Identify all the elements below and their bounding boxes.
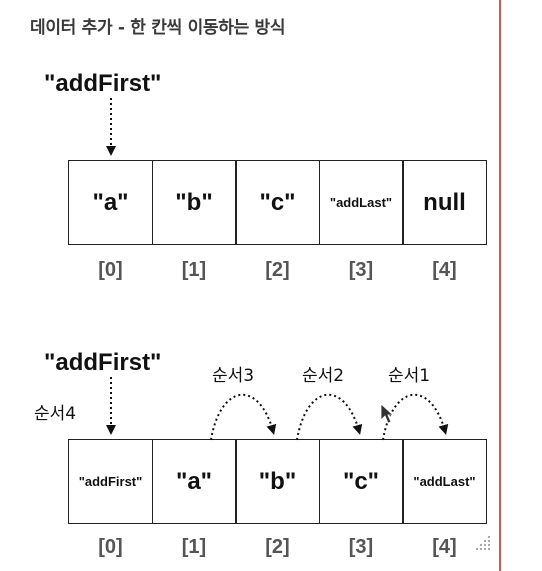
top-cell-1: "b" xyxy=(151,160,237,245)
top-cell-3: "addLast" xyxy=(318,160,404,245)
top-cell-4: null xyxy=(402,160,487,245)
top-index-4: [4] xyxy=(432,259,457,281)
page-title: 데이터 추가 - 한 칸씩 이동하는 방식 xyxy=(30,18,286,38)
margin-guide-line xyxy=(499,0,501,571)
bottom-index-3: [3] xyxy=(348,536,374,558)
bottom-index-4: [4] xyxy=(432,536,457,558)
order-label-1: 순서1 xyxy=(388,366,431,386)
top-index-0: [0] xyxy=(98,259,123,281)
top-index-1: [1] xyxy=(181,259,207,281)
top-cell-0: "a" xyxy=(68,160,153,245)
move-arrow-1 xyxy=(382,393,449,441)
bottom-index-2: [2] xyxy=(265,536,290,558)
bottom-index-0: [0] xyxy=(98,536,123,558)
top-cell-2: "c" xyxy=(235,160,320,245)
bottom-cell-1: "a" xyxy=(151,439,237,524)
top-indices: [0] [1] [2] [3] [4] xyxy=(68,259,487,282)
order-label-4: 순서4 xyxy=(34,404,77,424)
bottom-cell-3: "c" xyxy=(318,439,404,524)
bottom-cell-2: "b" xyxy=(235,439,320,524)
cursor-icon xyxy=(380,403,395,424)
bottom-indices: [0] [1] [2] [3] [4] xyxy=(68,536,487,559)
order-label-3: 순서3 xyxy=(212,366,255,386)
resize-grip-icon[interactable] xyxy=(470,532,494,556)
bottom-index-1: [1] xyxy=(181,536,207,558)
bottom-cell-4: "addLast" xyxy=(402,439,487,524)
move-arrow-2 xyxy=(296,393,363,441)
bottom-array: "addFirst" "a" "b" "c" "addLast" xyxy=(68,439,487,524)
top-array: "a" "b" "c" "addLast" null xyxy=(68,160,487,245)
order-label-2: 순서2 xyxy=(302,366,345,386)
bottom-pointer-label: "addFirst" xyxy=(44,349,162,376)
move-arrow-3 xyxy=(210,393,277,441)
top-pointer-label: "addFirst" xyxy=(44,70,162,97)
top-index-3: [3] xyxy=(348,259,374,281)
top-index-2: [2] xyxy=(265,259,290,281)
bottom-cell-0: "addFirst" xyxy=(68,439,153,524)
